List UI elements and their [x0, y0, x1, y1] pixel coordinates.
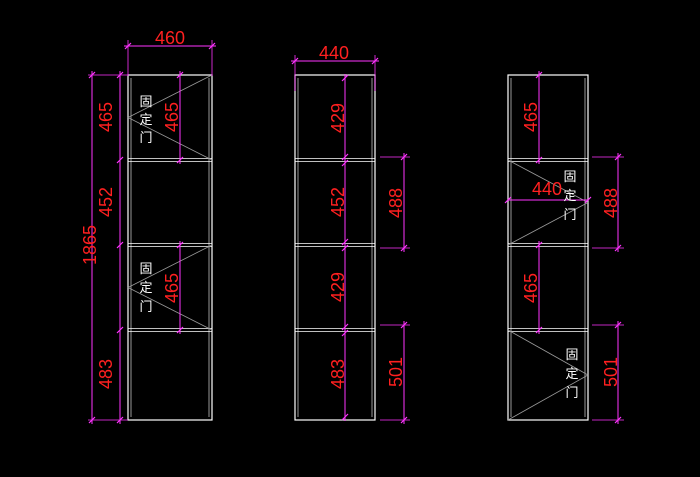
c2-width-label: 440: [319, 43, 349, 63]
c2-width-dim-tick-left: [291, 57, 299, 65]
c3-s2-door-diagonal-a: [507, 159, 589, 203]
c3-s1-inner-dim-tick-1: [535, 156, 543, 164]
c1-s3-door-diagonal-a: [127, 244, 213, 288]
c1-s1-size-label: 465: [96, 102, 116, 132]
c1-section-dim-tick-1: [116, 156, 124, 164]
dimension-lines: [88, 40, 624, 424]
c3-s2-door-char-2: 定: [563, 189, 576, 204]
c1-s3-inner-dim-tick-0: [176, 241, 184, 249]
c1-width-label: 460: [155, 28, 185, 48]
c2-s4-inner-label: 483: [328, 359, 348, 389]
c2-s3-inner-dim-tick-0: [341, 244, 349, 252]
c1-s1-inner-dim-tick-0: [176, 71, 184, 79]
c2-s2-inner-dim-tick-0: [341, 159, 349, 167]
cabinet-frames: [127, 74, 589, 421]
cabinet-1-outline: [127, 74, 213, 421]
c2-s4-inner-dim-tick-1: [341, 413, 349, 421]
c2-s3-inner-label: 429: [328, 272, 348, 302]
c2-s2-inner-dim-tick-1: [341, 238, 349, 246]
c1-s1-door-char-3: 门: [139, 131, 152, 146]
c3-s3-inner-dim-tick-1: [535, 326, 543, 334]
c2-s4-right-label: 501: [386, 357, 406, 387]
c3-s2-inner-label: 440: [532, 179, 562, 199]
c1-s3-door-char-3: 门: [139, 300, 152, 315]
c3-s4-door-diagonal-b: [507, 374, 589, 421]
c2-s2-right-label: 488: [386, 188, 406, 218]
c3-s4-door-char-3: 门: [565, 386, 578, 401]
c1-section-dim-tick-0: [116, 71, 124, 79]
c3-s4-door-char-1: 固: [565, 348, 578, 363]
c1-s1-door-char-1: 固: [139, 95, 152, 110]
c2-s2-inner-label: 452: [328, 187, 348, 217]
cabinet-2-outline: [294, 74, 376, 421]
c1-s1-door-char-2: 定: [139, 113, 152, 128]
c3-s4-door-char-2: 定: [565, 367, 578, 382]
c1-s1-inner-dim-tick-1: [176, 156, 184, 164]
c1-s3-door-char-1: 固: [139, 262, 152, 277]
c1-s2-size-label: 452: [96, 187, 116, 217]
c3-s2-door-diagonal-b: [507, 202, 589, 246]
c3-s2-width-tick-right: [584, 196, 592, 204]
c1-s3-inner-label: 465: [162, 273, 182, 303]
c3-s2-door-char-1: 固: [563, 170, 576, 185]
c1-section-dim-tick-2: [116, 241, 124, 249]
c1-s3-door-char-2: 定: [139, 281, 152, 296]
c1-width-dim-tick-left: [124, 42, 132, 50]
c1-s3-inner-dim-tick-1: [176, 326, 184, 334]
c2-s1-inner-label: 429: [328, 103, 348, 133]
c3-s4-right-label: 501: [601, 357, 621, 387]
c2-s1-inner-dim-tick-1: [341, 153, 349, 161]
c1-s1-inner-label: 465: [162, 102, 182, 132]
c1-s3-door-diagonal-b: [127, 287, 213, 331]
cabinet-3-outline: [507, 74, 589, 421]
c2-s1-inner-dim-tick-0: [341, 74, 349, 82]
c2-s3-inner-dim-tick-1: [341, 323, 349, 331]
c3-s2-door-char-3: 门: [563, 208, 576, 223]
c3-s3-inner-dim-tick-0: [535, 241, 543, 249]
c1-section-dim-tick-3: [116, 326, 124, 334]
c1-s1-door-diagonal-a: [127, 74, 213, 118]
c1-total-label: 1865: [80, 225, 100, 265]
c3-s2-right-label: 488: [601, 188, 621, 218]
c3-s1-inner-label: 465: [521, 102, 541, 132]
c3-s3-inner-label: 465: [521, 273, 541, 303]
c3-s1-inner-dim-tick-0: [535, 71, 543, 79]
c1-width-dim-tick-right: [208, 42, 216, 50]
c1-section-dim-tick-4: [116, 416, 124, 424]
c2-width-dim-tick-right: [371, 57, 379, 65]
c1-s4-size-label: 483: [96, 359, 116, 389]
c1-s1-door-diagonal-b: [127, 117, 213, 161]
c2-s4-inner-dim-tick-0: [341, 329, 349, 337]
c3-s2-width-tick-left: [504, 196, 512, 204]
c3-s4-door-diagonal-a: [507, 329, 589, 376]
